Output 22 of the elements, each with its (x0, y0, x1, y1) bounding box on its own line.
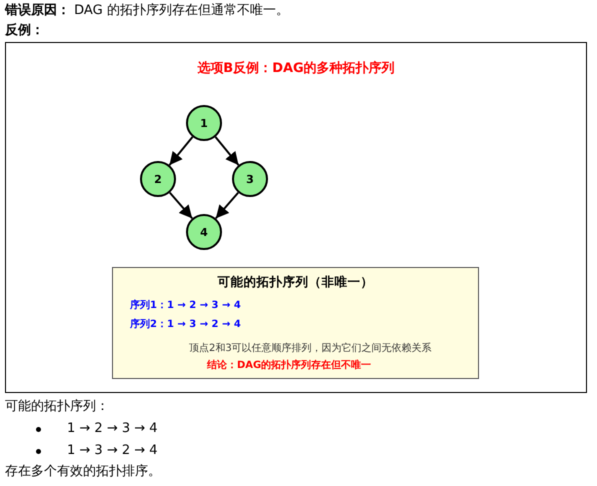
arrow (215, 192, 239, 220)
sequence-text: 序列1：1 → 2 → 3 → 4 (130, 298, 241, 312)
arrow (214, 136, 240, 166)
vertex-circle: 2 (140, 161, 176, 197)
sequence-text: 序列2：1 → 3 → 2 → 4 (130, 317, 241, 331)
note-heading: 可能的拓扑序列（非唯一） (216, 274, 374, 291)
diagram-frame (5, 42, 587, 393)
list-heading: 可能的拓扑序列： (5, 398, 109, 416)
note-box (112, 267, 479, 379)
vertex-circle: 3 (232, 161, 268, 197)
section-heading: 反例： (5, 22, 44, 40)
arrow (168, 136, 194, 166)
list-item: 1 → 3 → 2 → 4 (67, 442, 158, 460)
vertex-circle: 4 (186, 214, 222, 250)
conclusion-text: 结论：DAG的拓扑序列存在但不唯一 (207, 358, 372, 372)
list-item: 1 → 2 → 3 → 4 (67, 420, 158, 438)
frame-label: 选项B反例：DAG的多种拓扑序列 (196, 60, 396, 77)
note-text: 顶点2和3可以任意顺序排列，因为它们之间无依赖关系 (189, 342, 432, 355)
summary-text: 存在多个有效的拓扑排序。 (5, 463, 161, 481)
arrow (169, 192, 193, 220)
error-reason-text: 错误原因： DAG 的拓扑序列存在但通常不唯一。 (5, 2, 289, 20)
vertex-circle: 1 (186, 105, 222, 141)
